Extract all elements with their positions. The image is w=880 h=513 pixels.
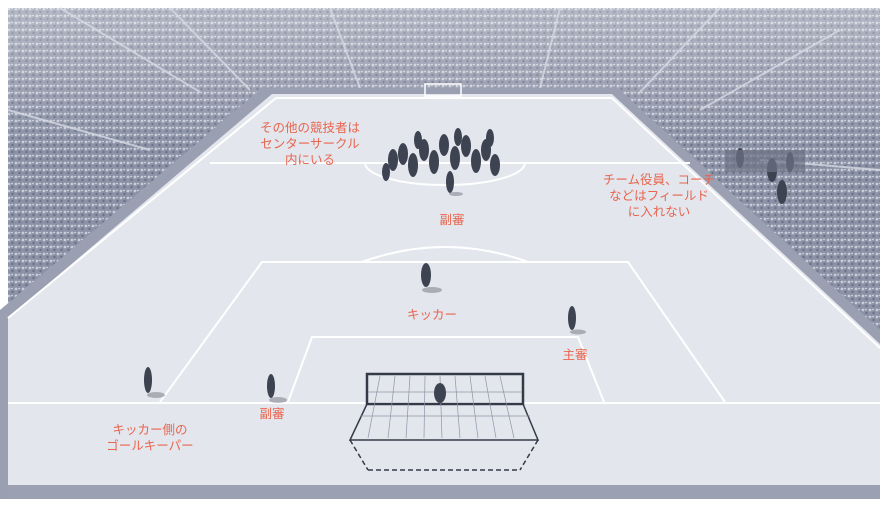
goal-area bbox=[287, 336, 605, 403]
penalty-arc bbox=[361, 246, 529, 263]
pitch-lines bbox=[7, 83, 880, 404]
pitch bbox=[8, 94, 880, 485]
kicker-side-goalkeeper-figure bbox=[144, 367, 152, 393]
shadows bbox=[147, 192, 586, 403]
touchline-right bbox=[611, 97, 880, 349]
assistant-referee-top-label: 副審 bbox=[439, 212, 465, 227]
touchline-left bbox=[7, 97, 277, 319]
center-circle bbox=[364, 162, 526, 186]
goalkeeper-figure bbox=[434, 383, 446, 403]
team-officials-label: チーム役員、コーチ などはフィールド に入れない bbox=[602, 172, 716, 219]
kicker-side-goalkeeper-label: キッカー側の ゴールキーパー bbox=[106, 422, 194, 453]
assistant-referee-bottom-figure bbox=[267, 374, 275, 398]
referee-label: 主審 bbox=[562, 347, 588, 362]
kicker-figure bbox=[421, 263, 431, 287]
other-players-group bbox=[382, 128, 500, 181]
penalty-area bbox=[159, 261, 726, 403]
dugout bbox=[725, 150, 805, 172]
referee-figure bbox=[568, 306, 576, 330]
bottom-wall bbox=[8, 485, 880, 499]
far-goal bbox=[424, 83, 462, 97]
other-players-label: その他の競技者は センターサークル 内にいる bbox=[259, 120, 361, 167]
assistant-referee-top-figure bbox=[446, 171, 454, 193]
assistant-referee-bottom-label: 副審 bbox=[259, 406, 285, 421]
kicker-label: キッカー bbox=[406, 307, 458, 322]
